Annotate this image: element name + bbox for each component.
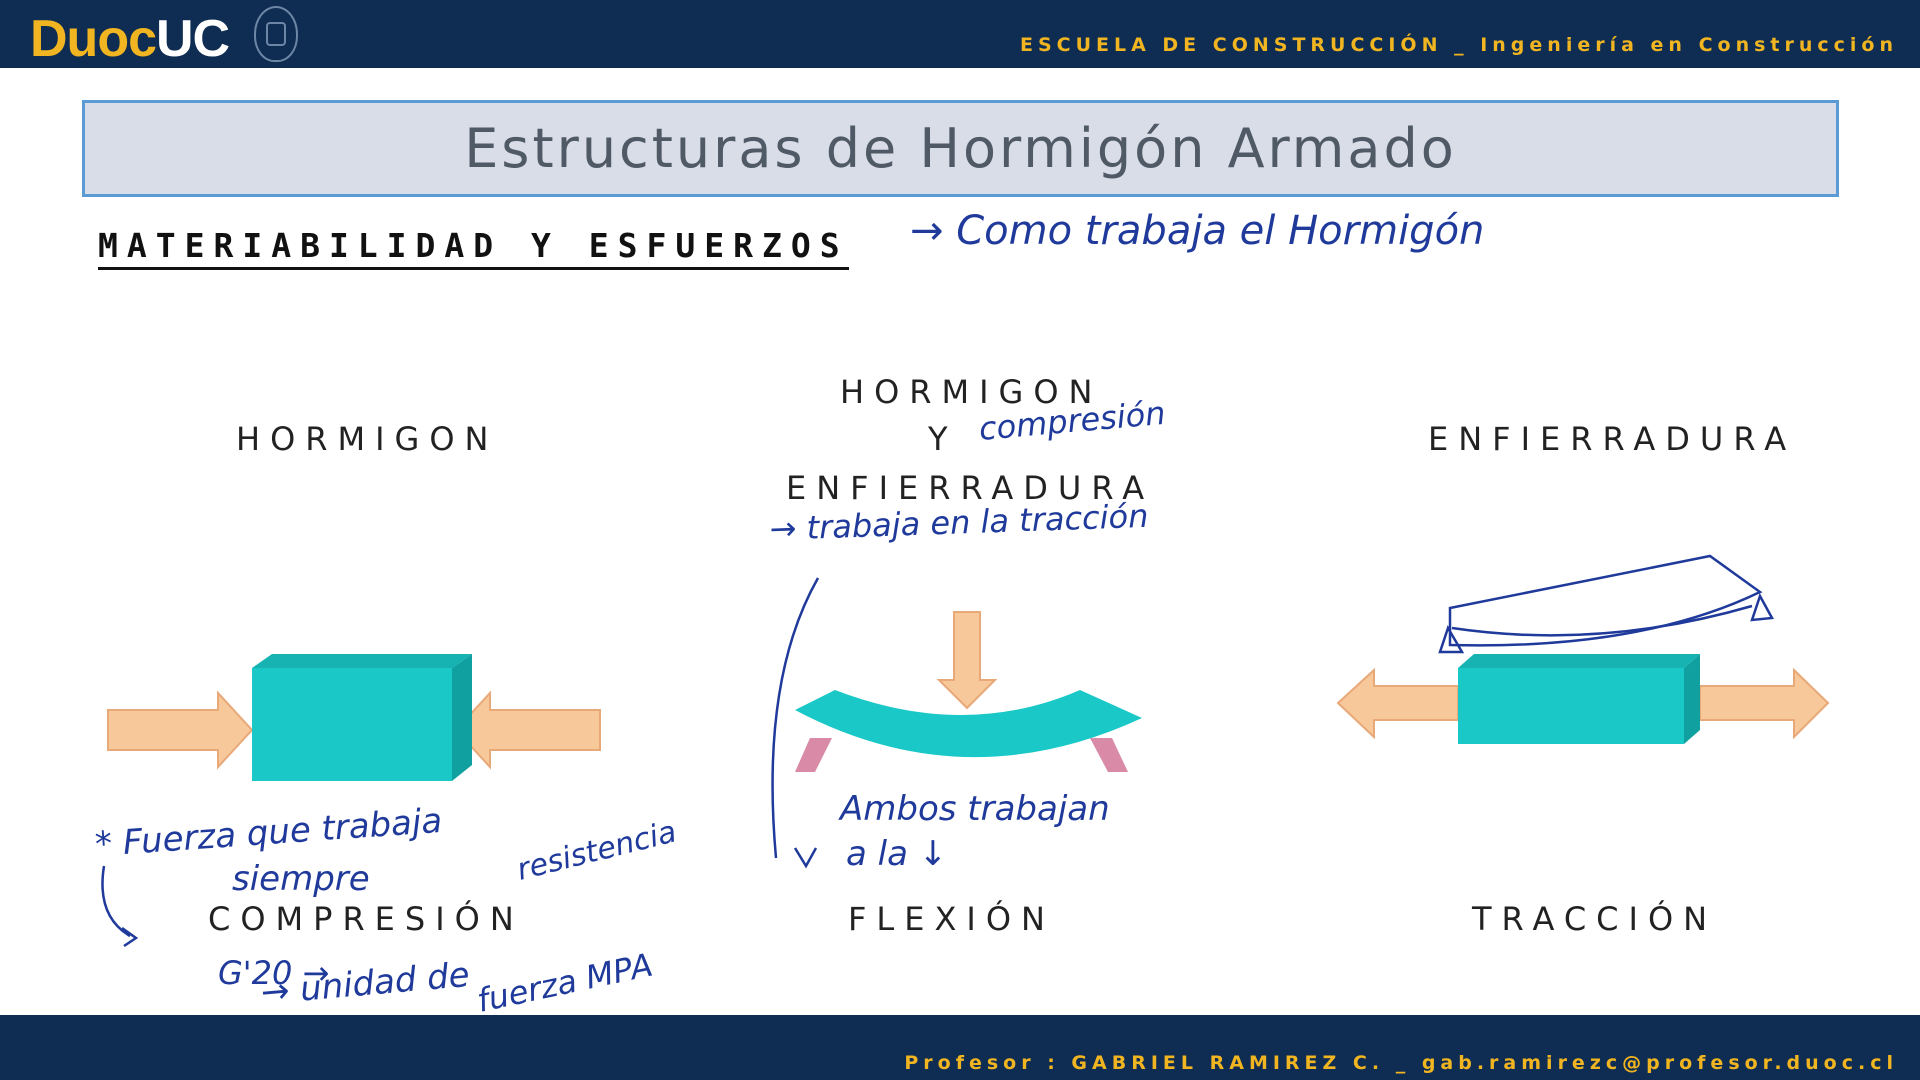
compression-block <box>252 668 452 781</box>
note-a-la: a la ↓ <box>846 834 947 874</box>
compression-arrow-left <box>107 690 254 770</box>
note-unidad-de: → unidad de <box>259 955 471 1013</box>
label-compresion: COMPRESIÓN <box>208 900 524 938</box>
fuerza-arrow <box>101 865 131 938</box>
label-flexion: FLEXIÓN <box>848 900 1055 938</box>
label-center-hormigon: HORMIGON <box>840 373 1103 411</box>
slide-title: Estructuras de Hormigón Armado <box>464 117 1457 180</box>
flexion-beam <box>795 690 1142 758</box>
compression-block-top <box>252 654 472 668</box>
handwritten-notes: → Como trabaja el Hormigón compresión → … <box>94 208 1485 1020</box>
label-center-y: Y <box>928 420 958 458</box>
hand-drawn-beam-sketch <box>1448 554 1763 647</box>
label-traccion: TRACCIÓN <box>1472 900 1718 938</box>
slide-title-box: Estructuras de Hormigón Armado <box>82 100 1839 197</box>
note-g20: G'20 → <box>218 954 329 992</box>
hand-drawn-support-left <box>1438 624 1465 654</box>
traction-block-top <box>1458 654 1700 668</box>
note-siempre: siempre <box>232 859 370 899</box>
hand-drawn-beam-lower-edge <box>1451 604 1753 637</box>
university-seal-icon <box>254 6 298 62</box>
flexion-support-left <box>795 738 832 772</box>
flexion-illustration <box>795 611 1142 772</box>
traction-arrow-left <box>1336 667 1459 740</box>
header-bar: DuocUC ESCUELA DE CONSTRUCCIÓN _ Ingenie… <box>0 0 1920 68</box>
duoc-uc-logo: DuocUC <box>30 4 230 74</box>
traction-arrow-right <box>1699 667 1830 740</box>
footer-bar <box>0 1015 1920 1080</box>
label-center-enfierradura: ENFIERRADURA <box>786 469 1155 507</box>
flexion-curve-arrow <box>771 577 820 859</box>
note-ambos-trabajan: Ambos trabajan <box>838 789 1110 829</box>
note-fuerza-mpa: fuerza MPA <box>474 946 656 1020</box>
section-heading: MATERIABILIDAD Y ESFUERZOS <box>98 226 849 270</box>
traction-block <box>1458 668 1684 744</box>
compression-block-side <box>452 654 472 781</box>
note-resistencia: resistencia <box>513 814 679 887</box>
professor-contact: Profesor : GABRIEL RAMIREZ C. _ gab.rami… <box>904 1052 1898 1074</box>
note-fuerza-trabaja: * Fuerza que trabaja <box>94 801 444 865</box>
flexion-support-right <box>1090 738 1128 772</box>
school-name: ESCUELA DE CONSTRUCCIÓN _ Ingeniería en … <box>1019 34 1898 56</box>
compression-illustration <box>107 654 601 781</box>
logo-duoc-text: Duoc <box>30 10 157 68</box>
label-enfierradura-right: ENFIERRADURA <box>1428 420 1797 458</box>
note-como-trabaja: → Como trabaja el Hormigón <box>910 208 1484 254</box>
fuerza-arrow-head <box>121 926 139 948</box>
compression-arrow-right <box>454 690 601 770</box>
traction-block-side <box>1684 654 1700 744</box>
flexion-load-arrow <box>936 611 998 710</box>
traction-illustration <box>1336 554 1830 744</box>
flexion-curve-arrow-head <box>793 847 818 869</box>
hand-drawn-support-right <box>1750 592 1774 622</box>
logo-uc-text: UC <box>156 10 230 68</box>
label-hormigon-left: HORMIGON <box>236 420 499 458</box>
